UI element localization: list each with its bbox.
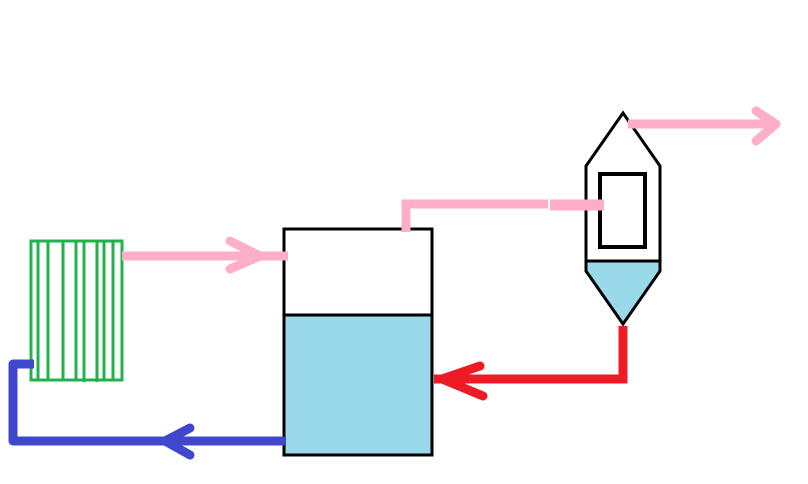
storage-tank — [282, 227, 434, 457]
tank-outline — [282, 227, 434, 457]
heated-vapor-line — [122, 236, 288, 274]
feed-line — [8, 359, 286, 460]
separator-vessel — [584, 110, 662, 327]
heated-vapor-arrowhead — [225, 236, 265, 274]
feed-arrowhead — [160, 423, 195, 460]
liquid-return-arrowhead — [437, 361, 488, 401]
separator-outline — [584, 110, 662, 327]
outlet-line — [628, 106, 781, 146]
feed-pipe — [8, 359, 286, 446]
tank-liquid — [284, 315, 432, 455]
separator-liquid — [586, 261, 660, 324]
liquid-return-pipe — [434, 326, 628, 384]
tank-vapor-line — [401, 199, 604, 232]
tank-vapor-pipe — [401, 199, 548, 232]
liquid-return-line — [434, 326, 628, 401]
heat-exchanger — [29, 239, 124, 382]
outlet-arrowhead — [751, 106, 781, 146]
